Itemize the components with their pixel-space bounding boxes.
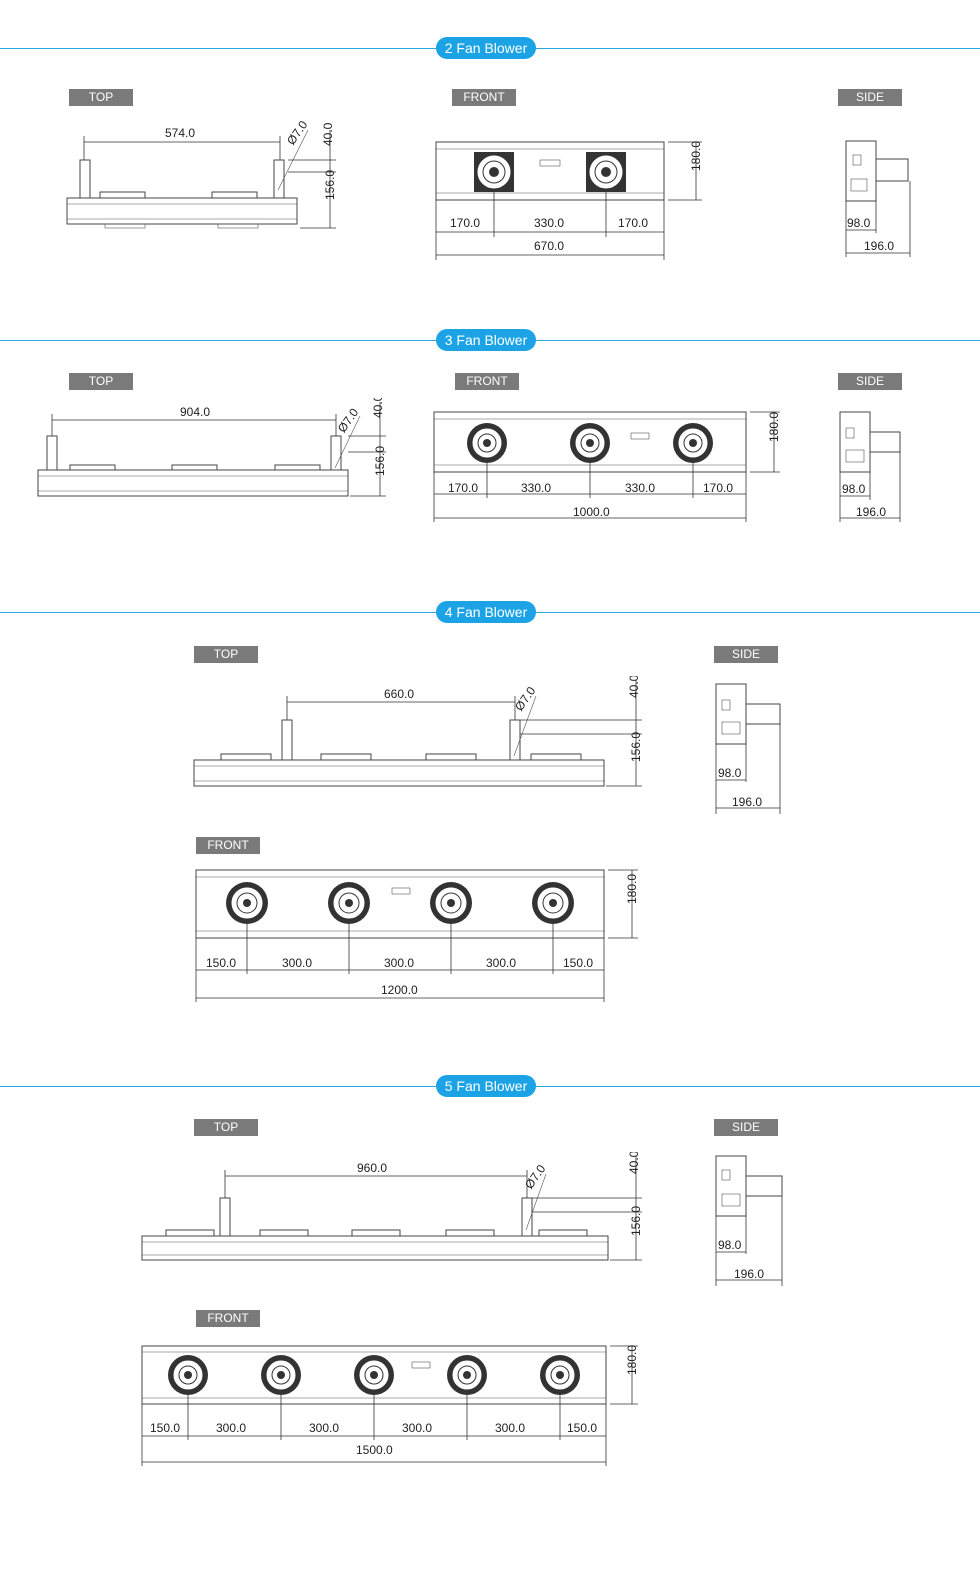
segment-dimension: 330.0 bbox=[534, 216, 564, 230]
fan-icon bbox=[168, 1355, 208, 1395]
height-dimension-upper: 40.0 bbox=[321, 122, 335, 146]
side-view-drawing: 98.0 196.0 bbox=[715, 1155, 783, 1286]
fan-icon bbox=[586, 152, 626, 192]
segment-dimension: 150.0 bbox=[563, 956, 593, 970]
view-label-top: TOP bbox=[69, 373, 133, 390]
fan-icon bbox=[540, 1355, 580, 1395]
side-depth-dimension: 98.0 bbox=[842, 482, 866, 496]
segment-dimension: 300.0 bbox=[216, 1421, 246, 1435]
view-label-front: FRONT bbox=[196, 837, 260, 854]
segment-dimension: 300.0 bbox=[309, 1421, 339, 1435]
front-view-drawing: 180.0 150.0 300.0 300.0 300.0 300.0 150.… bbox=[141, 1345, 639, 1466]
view-label-front: FRONT bbox=[452, 89, 516, 106]
section-title-pill: 2 Fan Blower bbox=[436, 37, 536, 59]
side-total-dimension: 196.0 bbox=[864, 239, 894, 253]
height-dimension-upper: 40.0 bbox=[627, 676, 641, 698]
total-dimension: 1200.0 bbox=[381, 983, 418, 997]
top-view-drawing: 904.0 Ø7.0 40.0 156.0 bbox=[37, 398, 387, 497]
height-dimension-lower: 156.0 bbox=[629, 732, 643, 762]
side-view-drawing: 98.0 196.0 bbox=[715, 683, 781, 814]
segment-dimension: 300.0 bbox=[384, 956, 414, 970]
span-dimension: 660.0 bbox=[384, 687, 414, 701]
fan-icon bbox=[570, 423, 610, 463]
view-label-front: FRONT bbox=[455, 373, 519, 390]
segment-dimension: 150.0 bbox=[567, 1421, 597, 1435]
top-view-drawing: 960.0 Ø7.0 40.0 156.0 bbox=[141, 1152, 643, 1261]
view-label-top: TOP bbox=[194, 646, 258, 663]
front-view-drawing: 180.0 170.0 330.0 170.0 670.0 bbox=[435, 141, 703, 260]
segment-dimension: 150.0 bbox=[150, 1421, 180, 1435]
segment-dimension: 330.0 bbox=[625, 481, 655, 495]
total-dimension: 1000.0 bbox=[573, 505, 610, 519]
diameter-dimension: Ø7.0 bbox=[512, 684, 539, 714]
front-view-drawing: 180.0 150.0 300.0 300.0 300.0 150.0 1200… bbox=[195, 869, 639, 1002]
height-dimension-upper: 40.0 bbox=[627, 1152, 641, 1174]
fan-icon bbox=[328, 882, 370, 924]
fan-icon bbox=[261, 1355, 301, 1395]
fan-icon bbox=[354, 1355, 394, 1395]
diameter-dimension: Ø7.0 bbox=[335, 405, 362, 435]
segment-dimension: 170.0 bbox=[618, 216, 648, 230]
height-dimension-lower: 156.0 bbox=[373, 446, 387, 476]
view-label-top: TOP bbox=[69, 89, 133, 106]
side-depth-dimension: 98.0 bbox=[718, 1238, 742, 1252]
segment-dimension: 170.0 bbox=[703, 481, 733, 495]
segment-dimension: 300.0 bbox=[402, 1421, 432, 1435]
height-dimension-lower: 156.0 bbox=[629, 1206, 643, 1236]
segment-dimension: 300.0 bbox=[495, 1421, 525, 1435]
front-height-dimension: 180.0 bbox=[767, 412, 781, 442]
view-label-side: SIDE bbox=[714, 646, 778, 663]
segment-dimension: 330.0 bbox=[521, 481, 551, 495]
height-dimension-lower: 156.0 bbox=[323, 170, 337, 200]
total-dimension: 1500.0 bbox=[356, 1443, 393, 1457]
side-view-drawing: 98.0 196.0 bbox=[839, 411, 901, 522]
top-view-drawing: 574.0 Ø7.0 40.0 156.0 bbox=[66, 118, 337, 229]
fan-icon bbox=[467, 423, 507, 463]
view-label-front: FRONT bbox=[196, 1310, 260, 1327]
fan-icon bbox=[532, 882, 574, 924]
view-label-side: SIDE bbox=[838, 373, 902, 390]
front-height-dimension: 180.0 bbox=[625, 1345, 639, 1375]
view-label-side: SIDE bbox=[838, 89, 902, 106]
view-label-top: TOP bbox=[194, 1119, 258, 1136]
segment-dimension: 300.0 bbox=[282, 956, 312, 970]
section-title-pill: 3 Fan Blower bbox=[436, 329, 536, 351]
segment-dimension: 300.0 bbox=[486, 956, 516, 970]
top-view-drawing: 660.0 Ø7.0 40.0 156.0 bbox=[193, 676, 643, 787]
side-view-drawing: 98.0 196.0 bbox=[845, 140, 911, 257]
fan-icon bbox=[226, 882, 268, 924]
total-dimension: 670.0 bbox=[534, 239, 564, 253]
segment-dimension: 170.0 bbox=[450, 216, 480, 230]
fan-icon bbox=[474, 152, 514, 192]
segment-dimension: 150.0 bbox=[206, 956, 236, 970]
height-dimension-upper: 40.0 bbox=[371, 398, 385, 418]
diameter-dimension: Ø7.0 bbox=[522, 1162, 549, 1192]
view-label-side: SIDE bbox=[714, 1119, 778, 1136]
side-total-dimension: 196.0 bbox=[732, 795, 762, 809]
side-depth-dimension: 98.0 bbox=[718, 766, 742, 780]
front-height-dimension: 180.0 bbox=[625, 874, 639, 904]
side-total-dimension: 196.0 bbox=[734, 1267, 764, 1281]
fan-icon bbox=[447, 1355, 487, 1395]
span-dimension: 960.0 bbox=[357, 1161, 387, 1175]
span-dimension: 904.0 bbox=[180, 405, 210, 419]
side-depth-dimension: 98.0 bbox=[847, 216, 871, 230]
section-title-pill: 4 Fan Blower bbox=[436, 601, 536, 623]
front-view-drawing: 180.0 170.0 330.0 330.0 170.0 1000.0 bbox=[433, 411, 781, 522]
section-title-pill: 5 Fan Blower bbox=[436, 1075, 536, 1097]
fan-icon bbox=[673, 423, 713, 463]
segment-dimension: 170.0 bbox=[448, 481, 478, 495]
span-dimension: 574.0 bbox=[165, 126, 195, 140]
fan-icon bbox=[430, 882, 472, 924]
front-height-dimension: 180.0 bbox=[689, 141, 703, 171]
side-total-dimension: 196.0 bbox=[856, 505, 886, 519]
